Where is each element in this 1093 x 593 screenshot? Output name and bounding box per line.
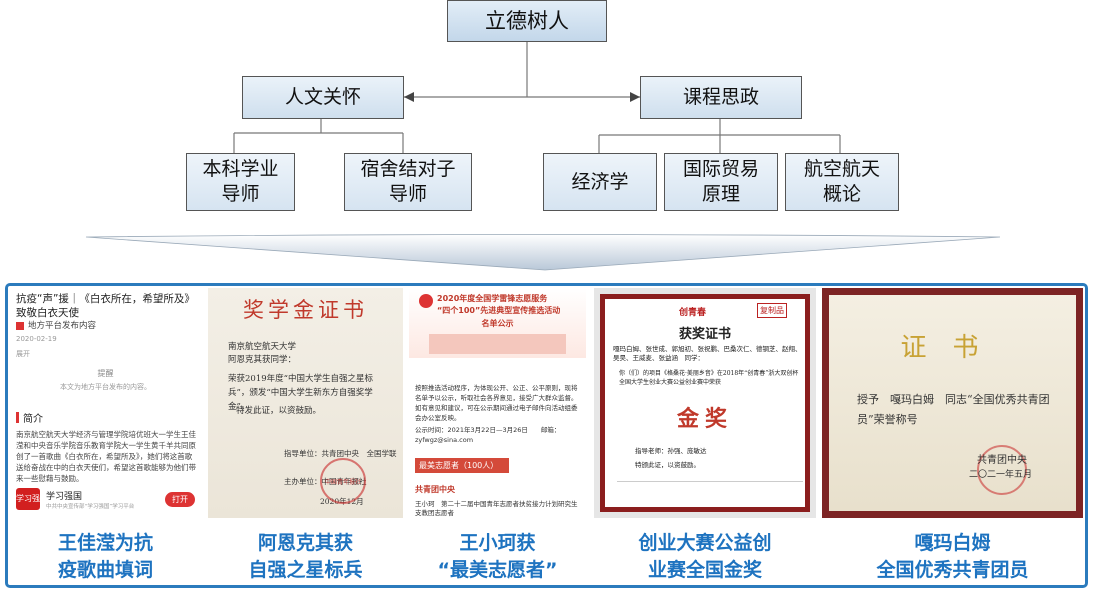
banner-main: “四个100”先进典型宣传推选活动 (437, 306, 561, 315)
photo-volunteer-announcement: 2020年度全国学雷锋志愿服务 “四个100”先进典型宣传推选活动 名单公示 按… (409, 288, 586, 518)
cert-closing: 特发此证，以资鼓励。 (236, 406, 322, 416)
chuangqingchun-logo: 创青春 (679, 308, 707, 318)
caption-league-member: 嘎玛白姆 全国优秀共青团员 (876, 532, 1029, 581)
article-headline: 抗疫“声”援｜《白衣所在，希望所及》致敬白衣天使 (16, 293, 195, 319)
cert-title: 奖学金证书 (243, 298, 368, 322)
caption-self-reliance: 阿恩克其获 自强之星标兵 (248, 532, 363, 581)
cert-title: 证书 (900, 333, 1005, 363)
cert-name: 阿恩克其获同学： (228, 355, 297, 365)
source-icon (16, 322, 24, 330)
cert-issuer: 共青团中央 (977, 455, 1027, 466)
caption-song: 王佳滢为抗 疫歌曲填词 (57, 532, 153, 581)
red-seal: 中国青年报社 (320, 458, 366, 504)
leaf-label: 本科学业 导师 (202, 158, 279, 205)
branch-course-ideology: 课程思政 (640, 76, 802, 119)
section-title: 简介 (23, 414, 43, 425)
announcement-email: zyfwgz@sina.com (415, 436, 474, 444)
notice-title: 提醒 (97, 369, 114, 378)
root-label: 立德树人 (485, 8, 569, 33)
gold-award: 金奖 (676, 406, 733, 432)
caption-volunteer: 王小珂获 “最美志愿者” (437, 532, 558, 581)
funnel-arrow (85, 234, 1001, 271)
award-closing: 特颁此证，以资鼓励。 (635, 461, 700, 469)
leaf-economics: 经济学 (543, 153, 657, 211)
leaf-dorm-mentor: 宿舍结对子 导师 (344, 153, 472, 211)
photo-song-article: 抗疫“声”援｜《白衣所在，希望所及》致敬白衣天使 地方平台发布内容 2020-0… (10, 288, 201, 518)
photo-youth-league-certificate: 证书 授予 嘎玛白姆 同志“全国优秀共青团员”荣誉称号 共青团中央 二〇二一年五… (822, 288, 1083, 518)
red-seal (977, 445, 1027, 495)
award-names: 嘎玛白姆、张世成、郭旭初、张祝鹏、巴桑次仁、德钢芝、赵翔、吴昊、王威麦、张益涵 … (613, 345, 802, 362)
section-marker (16, 412, 19, 423)
app-name: 学习强国 (46, 492, 83, 502)
app-subtitle: 中共中央宣传部“学习强国”学习平台 (46, 504, 135, 510)
leaf-academic-advisor: 本科学业 导师 (186, 153, 295, 211)
banner-graphic (429, 334, 566, 354)
cert-issuer: 指导单位：共青团中央 全国学联 (284, 449, 397, 458)
root-node: 立德树人 (447, 0, 607, 42)
emblem-icon (419, 294, 433, 308)
copy-stamp: 复制品 (757, 303, 787, 318)
cert-school: 南京航空航天大学 (228, 342, 297, 352)
leaf-label: 航空航天 概论 (803, 158, 880, 205)
leaf-label: 宿舍结对子 导师 (360, 158, 456, 205)
branch-humanistic-care: 人文关怀 (242, 76, 404, 119)
open-button[interactable]: 打开 (165, 492, 195, 507)
photo-entrepreneurship-certificate: 创青春 复制品 获奖证书 嘎玛白姆、张世成、郭旭初、张祝鹏、巴桑次仁、德钢芝、赵… (594, 288, 816, 518)
leaf-label: 国际贸易 原理 (682, 158, 759, 205)
announcement-period: 公示时间：2021年3月22日—3月26日 邮箱： (415, 426, 561, 434)
leaf-aerospace: 航空航天 概论 (785, 153, 899, 211)
volunteer-entry: 王小珂 第二十二届中国青年志愿者扶贫接力计划研究生支教团志愿者 (415, 500, 578, 517)
award-title: 获奖证书 (678, 327, 731, 342)
announcement-paragraph: 按照推选活动程序，为体现公开、公正、公平原则，现将名单予以公示，听取社会各界意见… (415, 384, 578, 422)
article-source: 地方平台发布内容 (28, 321, 97, 331)
connector-lines (85, 42, 1001, 271)
award-body: 你（们）的项目《格桑花·美丽乡音》在2018年“创青春”浙大双创杯全国大学生创业… (619, 370, 799, 386)
cert-body: 授予 嘎玛白姆 同志“全国优秀共青团员”荣誉称号 (857, 393, 1050, 426)
seal-text: 中国青年报社 (324, 478, 361, 486)
expand-link[interactable]: 展开 (16, 350, 30, 358)
xuexi-logo: 学习强国 (16, 488, 40, 518)
banner-year: 2020年度全国学雷锋志愿服务 (437, 294, 548, 303)
caption-entrepreneurship: 创业大赛公益创 业赛全国金奖 (638, 532, 772, 581)
branch-label: 人文关怀 (284, 86, 361, 108)
photo-scholarship-certificate: 奖学金证书 南京航空航天大学 阿恩克其获同学： 荣获2019年度“中国大学生自强… (208, 288, 403, 518)
branch-label: 课程思政 (682, 86, 759, 108)
org-heading: 共青团中央 (415, 485, 455, 494)
cert-body: 荣获2019年度“中国大学生自强之星标兵”，颁发“中国大学生新东方自强奖学金”。 (228, 374, 373, 412)
article-intro: 南京航空航天大学经济与管理学院培优班大一学生王佳滢和中央音乐学院音乐教育学院大一… (16, 430, 196, 483)
sponsor-strip (617, 481, 803, 504)
article-date: 2020-02-19 (16, 335, 57, 343)
banner-sub: 名单公示 (481, 319, 514, 328)
category-tag: 最美志愿者（100人） (415, 458, 509, 473)
notice-text: 本文为地方平台发布的内容。 (60, 383, 151, 391)
award-advisor: 指导老师：孙强、庞敏达 (635, 447, 707, 455)
leaf-label: 经济学 (571, 170, 629, 193)
leaf-intl-trade: 国际贸易 原理 (664, 153, 778, 211)
cert-date: 二〇二一年五月 (969, 470, 1033, 480)
